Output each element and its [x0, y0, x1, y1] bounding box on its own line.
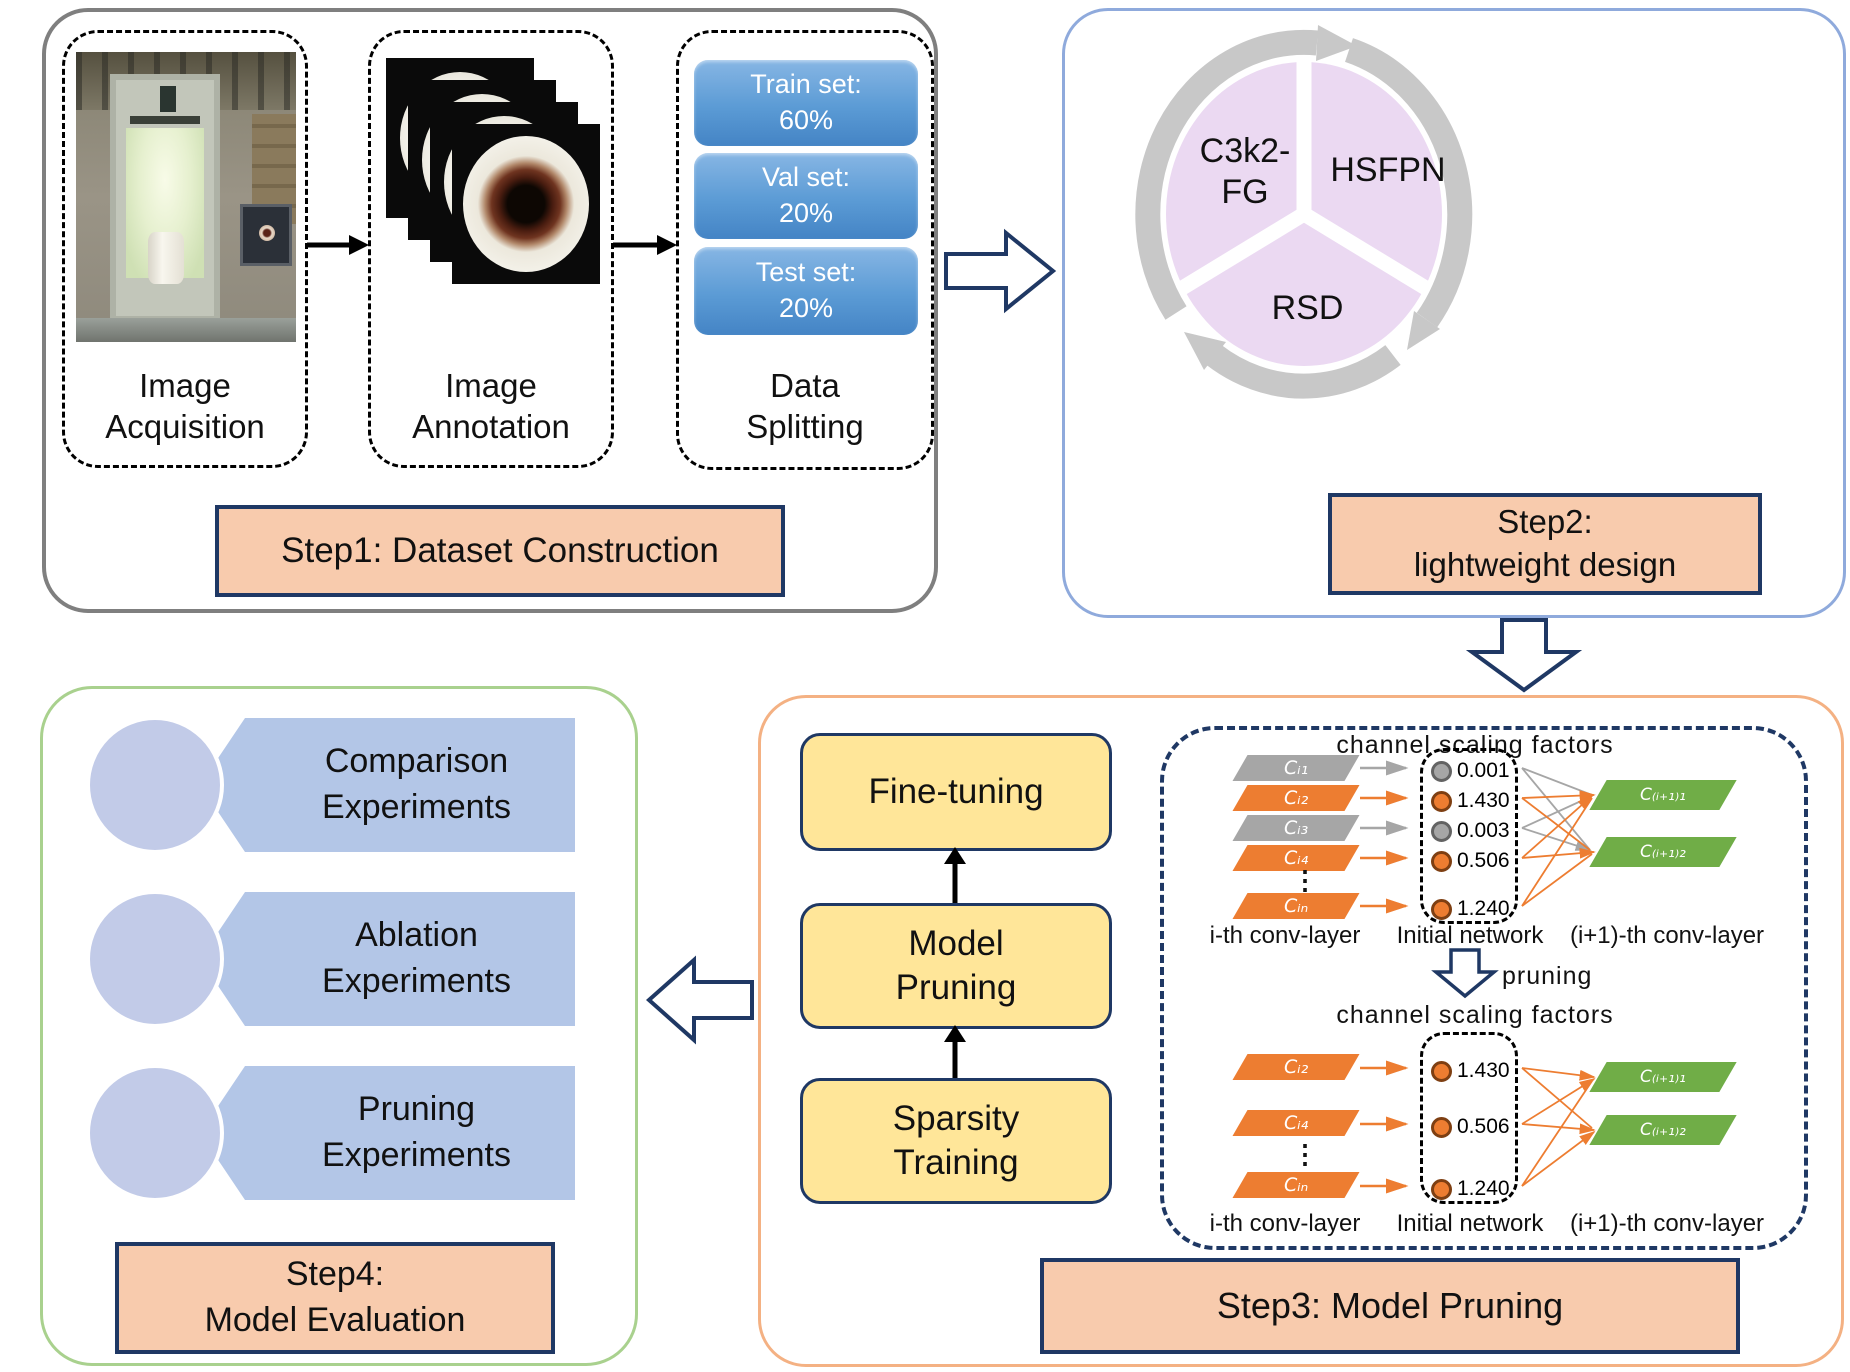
initial-network-label-top: Initial network: [1396, 922, 1544, 949]
channel-links-layer: [1360, 760, 1596, 1194]
monitor-disc: [259, 225, 275, 241]
factor-dot-gray: [1431, 820, 1452, 842]
channel-cin-label: Cᵢₙ: [1283, 895, 1309, 917]
output-channel-1-bottom: C₍ᵢ₊₁₎₁: [1589, 1062, 1737, 1092]
trainset-pill: Train set: 60%: [694, 60, 918, 146]
channel-cin: Cᵢₙ: [1232, 893, 1360, 919]
ablation-experiments-banner: Ablation Experiments: [200, 892, 575, 1026]
camera-head: [160, 86, 176, 112]
valset-pill: Val set: 20%: [694, 153, 918, 239]
ith-conv-layer-label-bottom: i-th conv-layer: [1209, 1210, 1361, 1237]
channel-ci2-bottom: Cᵢ₂: [1232, 1054, 1360, 1080]
factor-value: 0.001: [1457, 759, 1510, 782]
initial-network-box-top: 0.001 1.430 0.003 0.506 1.240: [1420, 748, 1518, 924]
factor-value: 0.506: [1457, 1115, 1510, 1138]
annotation-frame-front: [452, 124, 600, 284]
output-channel-1-bottom-label: C₍ᵢ₊₁₎₁: [1640, 1067, 1686, 1087]
flow-arrow-right-icon: [944, 228, 1057, 314]
factor-dot-orange: [1431, 1060, 1452, 1082]
factor-value: 1.240: [1457, 1177, 1510, 1200]
factor-dot-orange: [1431, 1178, 1452, 1200]
channel-ci3-label: Cᵢ₃: [1283, 817, 1309, 839]
machine-frame: [110, 74, 220, 322]
step3-label: Step3: Model Pruning: [1040, 1258, 1740, 1354]
experiment-circle: [86, 890, 224, 1028]
scaling-factors-heading-top: channel scaling factors: [1336, 730, 1614, 759]
channel-ci1: Cᵢ₁: [1232, 755, 1360, 781]
output-channel-1-top: C₍ᵢ₊₁₎₁: [1589, 780, 1737, 810]
initial-network-box-bottom: 1.430 0.506 1.240: [1420, 1032, 1518, 1204]
channel-ellipsis-bottom: ⋮: [1292, 1139, 1318, 1169]
factor-dot-orange: [1431, 790, 1452, 812]
experiment-circle: [86, 716, 224, 854]
up-arrow-icon: [944, 1025, 966, 1078]
cycle-segment-hsfpn: HSFPN: [1330, 150, 1446, 189]
channel-cin-bottom: Cᵢₙ: [1232, 1172, 1360, 1198]
annotation-stack: [386, 58, 600, 286]
testset-pill: Test set: 20%: [694, 247, 918, 335]
i1th-conv-layer-label-bottom: (i+1)-th conv-layer: [1569, 1210, 1765, 1237]
cycle-segment-rsd: RSD: [1271, 288, 1344, 327]
channel-ci1-label: Cᵢ₁: [1283, 757, 1309, 779]
output-channel-1-label: C₍ᵢ₊₁₎₁: [1640, 785, 1686, 805]
acquisition-box: [62, 30, 308, 468]
step1-label: Step1: Dataset Construction: [215, 505, 785, 597]
output-channel-2-top: C₍ᵢ₊₁₎₂: [1589, 837, 1737, 867]
pruning-experiments-banner: Pruning Experiments: [200, 1066, 575, 1200]
acquisition-photo: [76, 52, 296, 342]
step2-label: Step2: lightweight design: [1328, 493, 1762, 595]
annotation-label: Image Annotation: [412, 366, 570, 445]
factor-dot-orange: [1431, 898, 1452, 920]
output-channel-2-label: C₍ᵢ₊₁₎₂: [1640, 842, 1686, 862]
yarn-disc-front: [463, 136, 589, 272]
cycle-segment-c3k2fg: C3k2- FG: [1199, 132, 1291, 211]
light-bar: [130, 116, 200, 124]
flow-arrow-left-icon: [645, 955, 754, 1045]
fine-tuning-box: Fine-tuning: [800, 733, 1112, 851]
factor-dot-orange: [1431, 850, 1452, 872]
pruning-arrow-label: pruning: [1502, 962, 1593, 990]
channel-ellipsis-top: ⋮: [1292, 865, 1318, 895]
flow-arrow-down-icon: [1465, 618, 1583, 693]
monitor: [240, 204, 292, 266]
arrow-acquisition-to-annotation-icon: [307, 235, 369, 255]
model-pruning-box: Model Pruning: [800, 903, 1112, 1029]
output-channel-2-bottom-label: C₍ᵢ₊₁₎₂: [1640, 1120, 1686, 1140]
initial-network-label-bottom: Initial network: [1396, 1210, 1544, 1237]
annotation-box: [368, 30, 614, 468]
factor-value: 1.240: [1457, 897, 1510, 920]
up-arrow-icon: [944, 847, 966, 903]
pruning-diagram-box: [1160, 726, 1808, 1250]
channel-ci3: Cᵢ₃: [1232, 815, 1360, 841]
factor-value: 1.430: [1457, 789, 1510, 812]
arrow-annotation-to-splitting-icon: [613, 235, 677, 255]
ith-conv-layer-label-top: i-th conv-layer: [1209, 922, 1361, 949]
channel-ci2: Cᵢ₂: [1232, 785, 1360, 811]
splitting-label: Data Splitting: [746, 366, 864, 445]
step4-label: Step4: Model Evaluation: [115, 1242, 555, 1354]
channel-ci2-bottom-label: Cᵢ₂: [1283, 1056, 1309, 1078]
factor-value: 0.506: [1457, 849, 1510, 872]
sparsity-training-box: Sparsity Training: [800, 1078, 1112, 1204]
channel-ci2-label: Cᵢ₂: [1283, 787, 1309, 809]
splitting-box: [676, 30, 934, 470]
cycle-diagram: [1135, 25, 1473, 399]
experiment-circle: [86, 1064, 224, 1202]
output-channel-2-bottom: C₍ᵢ₊₁₎₂: [1589, 1115, 1737, 1145]
acquisition-label: Image Acquisition: [105, 366, 265, 445]
factor-value: 1.430: [1457, 1059, 1510, 1082]
comparison-experiments-banner: Comparison Experiments: [200, 718, 575, 852]
factor-dot-orange: [1431, 1116, 1452, 1138]
channel-ci4-bottom: Cᵢ₄: [1232, 1110, 1360, 1136]
channel-cin-bottom-label: Cᵢₙ: [1283, 1174, 1309, 1196]
channel-ci4-bottom-label: Cᵢ₄: [1283, 1112, 1309, 1134]
scaling-factors-heading-bottom: channel scaling factors: [1336, 1000, 1614, 1029]
conveyor: [76, 318, 296, 342]
factor-value: 0.003: [1457, 819, 1510, 842]
yarn-bobbin: [148, 232, 184, 284]
factor-dot-gray: [1431, 760, 1452, 782]
i1th-conv-layer-label-top: (i+1)-th conv-layer: [1569, 922, 1765, 949]
